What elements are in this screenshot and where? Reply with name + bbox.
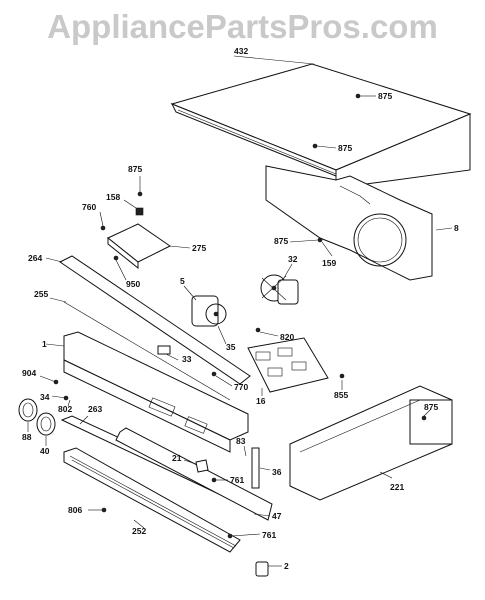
bracket-33 <box>157 345 171 355</box>
callout-875: 875 <box>274 236 288 246</box>
indicator-36 <box>251 447 260 489</box>
callout-875: 875 <box>128 164 142 174</box>
callout-221: 221 <box>390 482 404 492</box>
motor-5 <box>191 295 227 327</box>
callout-875: 875 <box>338 143 352 153</box>
callout-2: 2 <box>284 561 289 571</box>
callout-1: 1 <box>42 339 47 349</box>
callout-904: 904 <box>22 368 36 378</box>
callout-275: 275 <box>192 243 206 253</box>
fan-motor-32 <box>260 274 299 305</box>
side-panel-221 <box>289 385 453 501</box>
callout-855: 855 <box>334 390 348 400</box>
callout-88: 88 <box>22 432 32 442</box>
callout-32: 32 <box>288 254 298 264</box>
trim-255 <box>63 301 231 401</box>
callout-802: 802 <box>58 404 72 414</box>
callout-labels: 432 875 875 875 875 875 158 760 275 8 32… <box>22 46 459 571</box>
rear-panel-8 <box>265 165 433 281</box>
trim-264 <box>59 255 251 385</box>
callout-5: 5 <box>180 276 185 286</box>
callout-432: 432 <box>234 46 248 56</box>
callout-761: 761 <box>230 475 244 485</box>
callout-820: 820 <box>280 332 294 342</box>
callout-264: 264 <box>28 253 42 263</box>
knob-40 <box>36 412 56 436</box>
switch-158 <box>135 207 144 216</box>
latch-2 <box>255 561 269 577</box>
part-21 <box>195 459 209 473</box>
callout-8: 8 <box>454 223 459 233</box>
vent-grille-252 <box>63 447 241 553</box>
callout-252: 252 <box>132 526 146 536</box>
leader-lines <box>27 55 453 567</box>
callout-34: 34 <box>40 392 50 402</box>
knob-88 <box>18 398 38 422</box>
panel-47 <box>115 427 273 521</box>
control-board-16 <box>247 337 329 393</box>
callout-36: 36 <box>272 467 282 477</box>
callout-255: 255 <box>34 289 48 299</box>
callout-263: 263 <box>88 404 102 414</box>
callout-21: 21 <box>172 453 182 463</box>
callout-47: 47 <box>272 511 282 521</box>
callout-760: 760 <box>82 202 96 212</box>
callout-158: 158 <box>106 192 120 202</box>
callout-950: 950 <box>126 279 140 289</box>
callout-761: 761 <box>262 530 276 540</box>
callout-35: 35 <box>226 342 236 352</box>
bracket-275 <box>107 223 171 270</box>
watermark: AppliancePartsPros.com <box>47 8 438 45</box>
callout-770: 770 <box>234 382 248 392</box>
callout-40: 40 <box>40 446 50 456</box>
callout-806: 806 <box>68 505 82 515</box>
callout-159: 159 <box>322 258 336 268</box>
callout-875: 875 <box>378 91 392 101</box>
callout-33: 33 <box>182 354 192 364</box>
control-panel-1 <box>63 331 249 453</box>
callout-875: 875 <box>424 402 438 412</box>
callout-16: 16 <box>256 396 266 406</box>
callout-83: 83 <box>236 436 246 446</box>
top-cover-432 <box>170 63 472 189</box>
